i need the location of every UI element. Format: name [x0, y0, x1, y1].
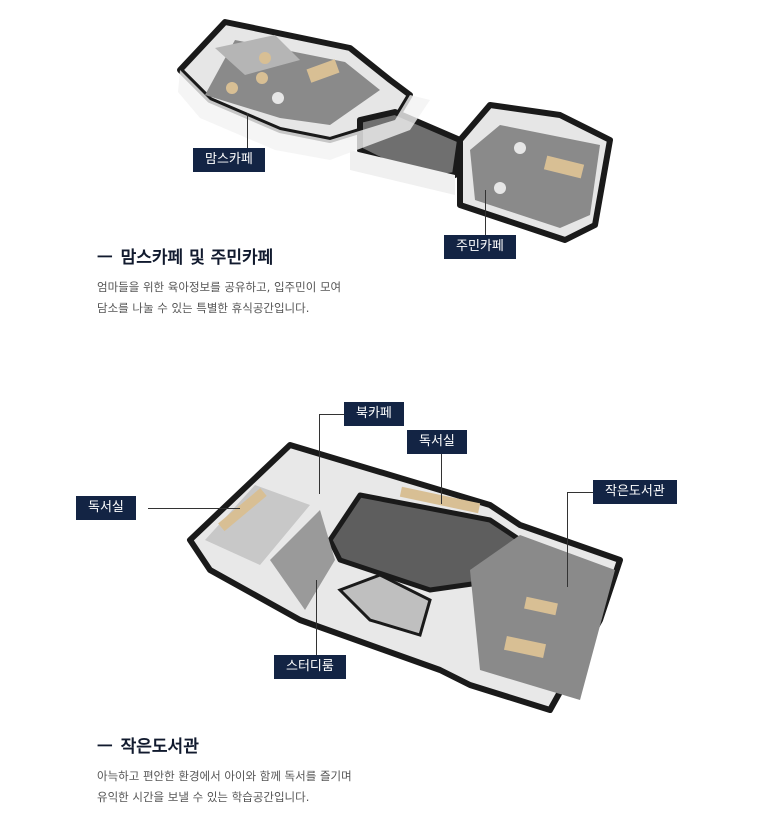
small-library-leader-line-vertical	[567, 492, 568, 587]
section-description: 아늑하고 편안한 환경에서 아이와 함께 독서를 즐기며 유익한 시간을 보낼 …	[97, 766, 352, 808]
section-description: 엄마들을 위한 육아정보를 공유하고, 입주민이 모여 담소를 나눌 수 있는 …	[97, 277, 341, 319]
title-text: 작은도서관	[120, 737, 199, 757]
study-room-leader-line	[316, 580, 317, 655]
book-cafe-label: 북카페	[344, 402, 404, 426]
description-line: 아늑하고 편안한 환경에서 아이와 함께 독서를 즐기며	[97, 769, 352, 783]
reading-room-right-label: 독서실	[407, 430, 467, 454]
library-floor-plan-illustration	[187, 442, 623, 713]
moms-residents-cafe-section: 맘스카페 주민카페 ㅡ 맘스카페 및 주민카페 엄마들을 위한 육아정보를 공유하…	[0, 0, 773, 330]
moms-cafe-leader-line	[247, 113, 248, 151]
section-title: ㅡ 맘스카페 및 주민카페	[97, 243, 273, 268]
small-library-leader-line	[567, 492, 593, 493]
small-library-label: 작은도서관	[593, 480, 677, 504]
small-library-section: 북카페 독서실 독서실 작은도서관 스터디룸 ㅡ 작은도서관 아늑하고 편안한 환…	[0, 400, 773, 839]
reading-room-left-leader-line	[148, 508, 240, 509]
study-room-label: 스터디룸	[274, 655, 346, 679]
cafe-floor-plan-illustration	[177, 19, 613, 243]
reading-room-left-label: 독서실	[76, 496, 136, 520]
title-text: 맘스카페 및 주민카페	[120, 248, 274, 268]
title-dash: ㅡ	[97, 248, 113, 268]
residents-cafe-leader-line	[485, 190, 486, 235]
moms-cafe-label: 맘스카페	[193, 148, 265, 172]
residents-cafe-label: 주민카페	[444, 235, 516, 259]
reading-room-right-leader-line	[441, 454, 442, 504]
description-line: 담소를 나눌 수 있는 특별한 휴식공간입니다.	[97, 301, 310, 315]
book-cafe-leader-line-vertical	[319, 414, 320, 494]
description-line: 엄마들을 위한 육아정보를 공유하고, 입주민이 모여	[97, 280, 342, 294]
book-cafe-leader-line	[319, 414, 344, 415]
section-title: ㅡ 작은도서관	[97, 732, 199, 757]
title-dash: ㅡ	[97, 737, 113, 757]
description-line: 유익한 시간을 보낼 수 있는 학습공간입니다.	[97, 790, 310, 804]
